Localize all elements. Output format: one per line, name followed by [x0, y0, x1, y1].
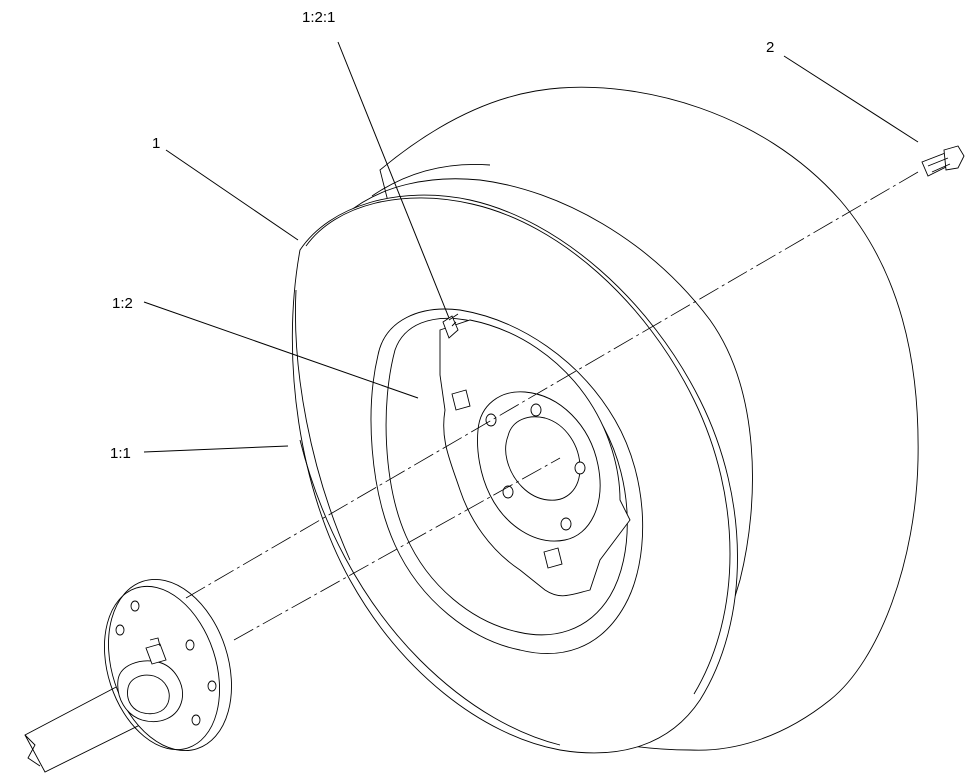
callout-bolt: 2	[766, 39, 774, 56]
leader-bolt	[783, 55, 919, 143]
leader-tire	[143, 445, 289, 453]
callout-rim: 1:2	[112, 295, 133, 312]
axle-hub	[24, 578, 232, 773]
leader-valve	[337, 41, 450, 319]
callout-valve: 1:2:1	[302, 9, 335, 26]
leader-rim	[143, 301, 419, 399]
assembly-centerlines	[185, 171, 919, 641]
rim	[370, 308, 644, 654]
lug-bolt	[921, 145, 965, 177]
callout-wheel: 1	[152, 135, 160, 152]
callout-tire: 1:1	[110, 445, 131, 462]
leader-wheel	[165, 149, 299, 241]
callout-labels: 1 1:2:1 1:2 1:1 2	[110, 9, 774, 462]
leader-lines	[143, 41, 919, 453]
